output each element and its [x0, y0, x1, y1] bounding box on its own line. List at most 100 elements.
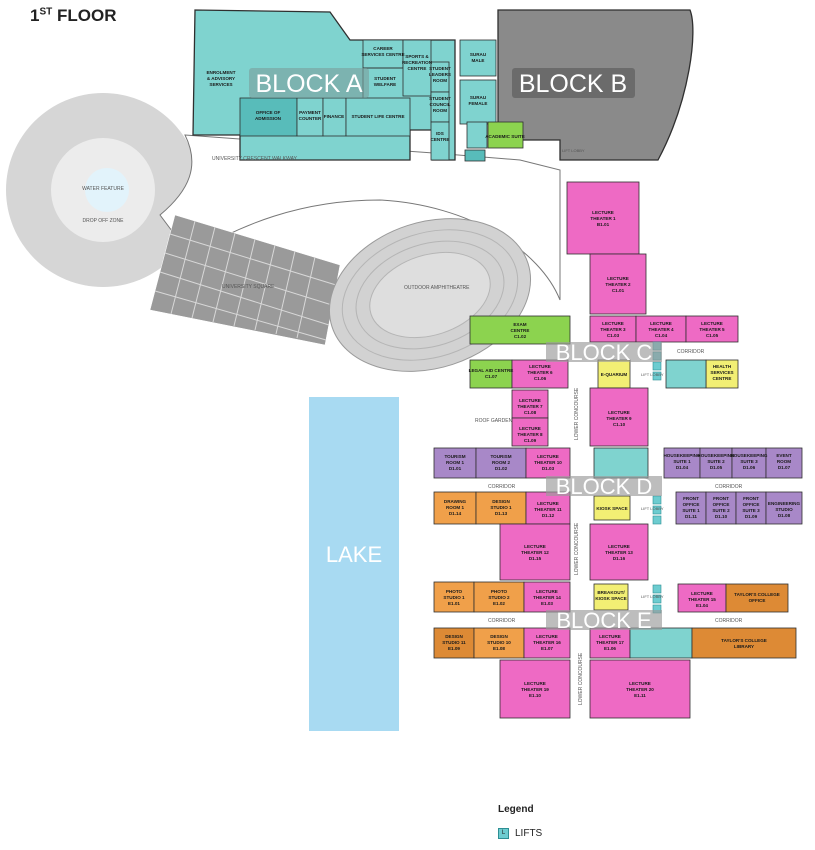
lift-lobby-e-label: LIFT LOBBY: [641, 594, 664, 599]
room-label-line: ENGINEERING: [768, 501, 801, 506]
block-d-label: BLOCK D: [556, 474, 653, 499]
room-label-kiosk: KIOSK SPACE: [596, 506, 627, 511]
room-event: [765, 447, 803, 479]
room-label-line: D1.11: [685, 514, 697, 519]
room-label-line: THEATER 13: [605, 550, 633, 555]
room-label-line: C1.04: [655, 333, 668, 338]
room-label-line: ENROLMENT: [206, 70, 235, 75]
room-label-line: KIOSK SPACE: [595, 596, 626, 601]
lake-label: LAKE: [326, 542, 382, 567]
room-label-line: SURAU: [470, 95, 487, 100]
room-label-line: LECTURE: [701, 321, 723, 326]
room-label-line: LECTURE: [592, 210, 614, 215]
room-label-line: CENTRE: [713, 376, 732, 381]
room-label-line: PAYMENT: [299, 110, 321, 115]
room-design11: [433, 627, 475, 659]
room-label-line: THEATER 19: [521, 687, 549, 692]
room-label-line: DRAWING: [444, 499, 467, 504]
room-label-line: THEATER 7: [517, 404, 543, 409]
room-lt3: [589, 315, 637, 343]
block-labels: BLOCK A BLOCK B BLOCK C BLOCK D BLOCK E …: [249, 68, 662, 633]
room-lt8: [511, 417, 549, 447]
room-label-line: FINANCE: [324, 114, 344, 119]
corridor-d-left-label: CORRIDOR: [488, 484, 516, 490]
room-label-line: ACADEMIC SUITE: [485, 134, 525, 139]
room-label-line: STUDENT: [374, 76, 396, 81]
room-eng: [765, 491, 803, 525]
university-square: [149, 214, 341, 346]
room-lt5: [685, 315, 739, 343]
room-label-line: LECTURE: [650, 321, 672, 326]
room-label-line: TAYLOR'S COLLEGE: [721, 638, 767, 643]
room-label-line: SERVICES: [209, 82, 232, 87]
room-label-line: C1.09: [524, 438, 537, 443]
room-label-finance: FINANCE: [324, 114, 344, 119]
room-label-line: THEATER 8: [517, 432, 543, 437]
room-legal: [469, 359, 513, 389]
room-label-line: FRONT: [713, 496, 729, 501]
room-label-line: LECTURE: [524, 544, 546, 549]
room-label-line: THEATER 5: [699, 327, 725, 332]
room-lt11: [525, 491, 571, 525]
room-label-line: E1.10: [529, 693, 541, 698]
room-tcoffice: [725, 583, 789, 613]
concourse-d-label: LOWER CONCOURSE: [574, 522, 580, 575]
room-label-line: LECTURE: [519, 426, 541, 431]
corridor-d-right-label: CORRIDOR: [715, 484, 743, 490]
room-label-line: ROOM 2: [492, 460, 511, 465]
room-label-line: THEATER 4: [648, 327, 674, 332]
room-label-line: DESIGN: [492, 499, 510, 504]
room-label-line: THEATER 9: [606, 416, 632, 421]
room-fo1: [675, 491, 707, 525]
room-lt10: [525, 447, 571, 479]
room-label-line: D1.13: [495, 511, 508, 516]
room-label-line: SUITE 2: [712, 508, 730, 513]
room-label-line: C1.07: [485, 374, 498, 379]
room-label-line: RECREATION: [402, 60, 433, 65]
room-breakout: [593, 583, 629, 611]
room-label-line: D1.04: [676, 465, 689, 470]
room-lt12: [499, 523, 571, 581]
room-label-line: C1.05: [706, 333, 719, 338]
room-label-line: SUITE 1: [673, 459, 691, 464]
room-label-line: D1.02: [495, 466, 508, 471]
legend-title: Legend: [498, 804, 534, 815]
room-label-line: HOUSEKEEPING: [730, 453, 767, 458]
walkway-label: UNIVERSITY CRESCENT WALKWAY: [212, 156, 298, 162]
room-photo2: [473, 581, 525, 613]
room-label-line: D1.05: [710, 465, 723, 470]
room-label-line: E1.03: [541, 601, 553, 606]
room-label-line: PHOTO: [491, 589, 508, 594]
room-label-line: LEGAL AID CENTRE: [469, 368, 514, 373]
room-label-line: LECTURE: [536, 634, 558, 639]
room-label-line: D1.09: [745, 514, 758, 519]
toilet-c: [665, 359, 707, 389]
room-label-line: THEATER 6: [527, 370, 553, 375]
toilet-e: [629, 627, 693, 659]
block-e-label: BLOCK E: [556, 608, 651, 633]
room-label-line: D1.15: [529, 556, 542, 561]
room-label-line: FRONT: [683, 496, 699, 501]
room-label-line: SUITE 2: [707, 459, 725, 464]
room-label-line: D1.14: [449, 511, 462, 516]
room-label-line: COUNTER: [299, 116, 322, 121]
